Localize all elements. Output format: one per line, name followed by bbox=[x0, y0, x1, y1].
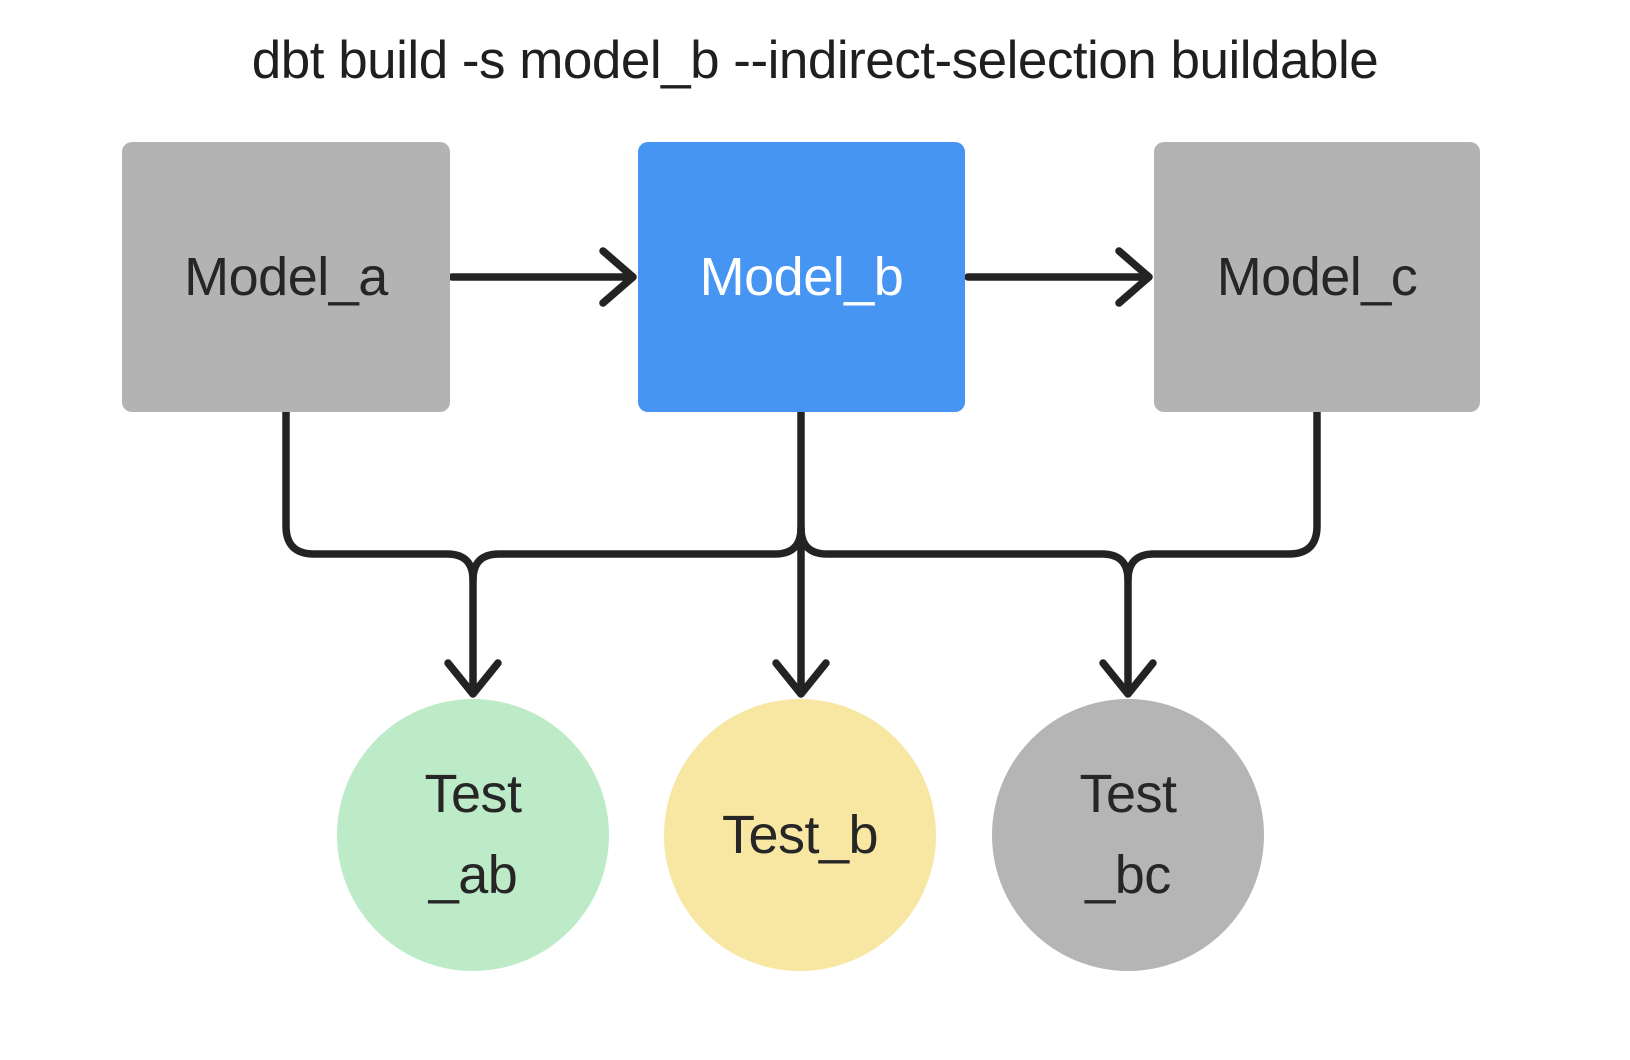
node-test-ab: Test _ab bbox=[337, 699, 609, 971]
node-test-bc: Test _bc bbox=[992, 699, 1264, 971]
edge-bus-left bbox=[469, 524, 805, 584]
arrowhead-model-b-icon bbox=[599, 247, 637, 307]
edge-model-a-to-test-ab bbox=[282, 408, 477, 696]
node-model-b: Model_b bbox=[638, 142, 965, 412]
arrowhead-test-ab-icon bbox=[444, 659, 502, 698]
edge-group bbox=[282, 247, 1321, 698]
diagram-title: dbt build -s model_b --indirect-selectio… bbox=[251, 31, 1379, 90]
node-test-b: Test_b bbox=[664, 699, 936, 971]
arrowhead-test-b-icon bbox=[772, 659, 830, 698]
arrowhead-test-bc-icon bbox=[1099, 659, 1157, 698]
node-model-c: Model_c bbox=[1154, 142, 1480, 412]
arrowhead-model-c-icon bbox=[1115, 247, 1153, 307]
edge-bus-right bbox=[797, 524, 1132, 696]
edge-model-c-to-test-bc bbox=[1124, 408, 1321, 584]
node-model-a: Model_a bbox=[122, 142, 450, 412]
